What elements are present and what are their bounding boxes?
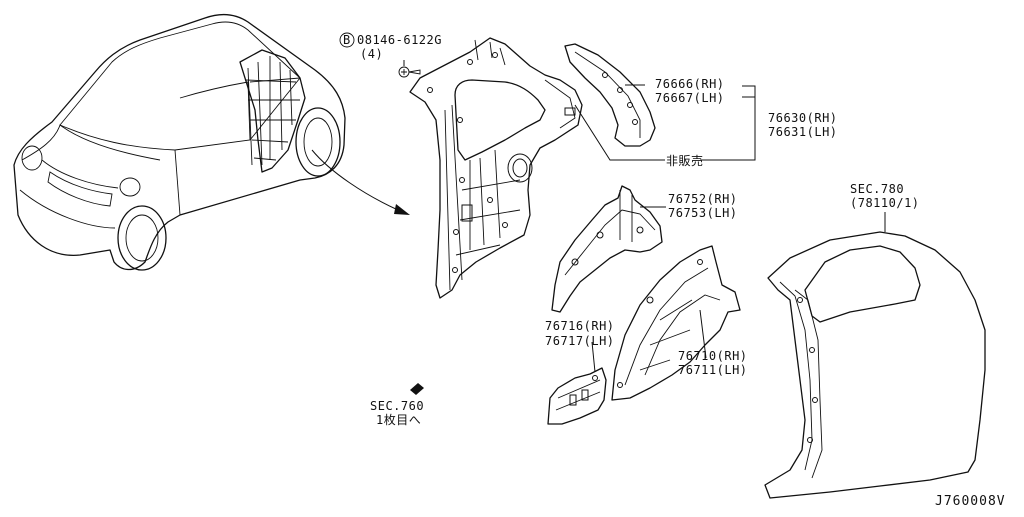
label-76710-lh: 76711(LH): [678, 363, 748, 377]
label-76630-lh: 76631(LH): [768, 125, 838, 139]
bolt-callout: B 08146-6122G (4): [339, 32, 442, 61]
label-76710: 76710(RH) 76711(LH): [678, 349, 748, 377]
label-sec760-note: 1枚目へ: [376, 412, 421, 427]
bolt-icon: [398, 60, 421, 78]
inner-quarter-panel: [409, 37, 583, 299]
label-sec760-title: SEC.760: [370, 399, 424, 413]
car-outline: [13, 13, 346, 271]
label-sec780: SEC.780 (78110/1): [850, 182, 920, 210]
sec760-marker-icon: [410, 383, 424, 395]
label-76666: 76666(RH) 76667(LH): [655, 77, 725, 105]
bolt-prefix: B: [343, 33, 351, 47]
label-76630: 76630(RH) 76631(LH): [768, 111, 838, 139]
label-sec780-title: SEC.780: [850, 182, 904, 196]
arrow-icon: [311, 149, 410, 215]
wheelhouse-76710: [611, 245, 741, 401]
outer-side-panel: [764, 231, 986, 499]
label-sec780-ref: (78110/1): [850, 196, 920, 210]
bolt-number: 08146-6122G: [357, 33, 442, 47]
label-not-for-sale: 非販売: [666, 153, 704, 168]
label-76716-lh: 76717(LH): [545, 334, 615, 348]
wheelhouse-76752: [551, 185, 663, 313]
label-sec760: SEC.760 1枚目へ: [370, 383, 424, 427]
bracket-76716: [547, 367, 607, 425]
label-76666-lh: 76667(LH): [655, 91, 725, 105]
label-76752-lh: 76753(LH): [668, 206, 738, 220]
label-76752-rh: 76752(RH): [668, 192, 738, 206]
label-76710-rh: 76710(RH): [678, 349, 748, 363]
bolt-qty: (4): [360, 47, 383, 61]
label-76716: 76716(RH) 76717(LH): [545, 319, 615, 348]
label-76666-rh: 76666(RH): [655, 77, 725, 91]
leader-lines: [574, 84, 886, 373]
diagram-code: J760008V: [935, 494, 1006, 509]
reinforcement-76666: [564, 43, 656, 147]
label-76630-rh: 76630(RH): [768, 111, 838, 125]
label-76752: 76752(RH) 76753(LH): [668, 192, 738, 220]
label-76716-rh: 76716(RH): [545, 319, 615, 333]
